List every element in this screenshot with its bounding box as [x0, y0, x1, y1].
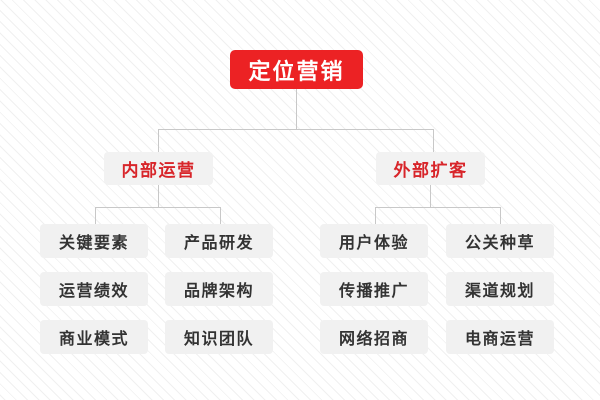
leaf-node[interactable]: 电商运营: [446, 320, 554, 354]
root-node[interactable]: 定位营销: [230, 50, 363, 89]
leaf-node[interactable]: 关键要素: [40, 224, 148, 258]
connector-branch-0-stem: [158, 185, 159, 207]
leaf-node[interactable]: 用户体验: [320, 224, 428, 258]
leaf-node[interactable]: 渠道规划: [446, 272, 554, 306]
connector-branch-1-to-column-0: [375, 207, 376, 224]
connector-root-stem: [296, 89, 297, 129]
leaf-node[interactable]: 知识团队: [165, 320, 273, 354]
leaf-node[interactable]: 网络招商: [320, 320, 428, 354]
connector-root-bar: [158, 129, 434, 130]
connector-branch-1-to-column-1: [500, 207, 501, 224]
branch-node-internal-operations[interactable]: 内部运营: [104, 152, 213, 185]
connector-branch-1-bar: [375, 207, 501, 208]
connector-branch-0-bar: [95, 207, 221, 208]
branch-node-external-expansion[interactable]: 外部扩客: [376, 152, 485, 185]
leaf-node[interactable]: 传播推广: [320, 272, 428, 306]
leaf-node[interactable]: 运营绩效: [40, 272, 148, 306]
connector-root-to-branch-1: [433, 129, 434, 152]
connector-branch-1-stem: [430, 185, 431, 207]
leaf-node[interactable]: 产品研发: [165, 224, 273, 258]
leaf-node[interactable]: 品牌架构: [165, 272, 273, 306]
leaf-node[interactable]: 商业模式: [40, 320, 148, 354]
connector-root-to-branch-0: [158, 129, 159, 152]
leaf-node[interactable]: 公关种草: [446, 224, 554, 258]
connector-branch-0-to-column-1: [220, 207, 221, 224]
connector-branch-0-to-column-0: [95, 207, 96, 224]
